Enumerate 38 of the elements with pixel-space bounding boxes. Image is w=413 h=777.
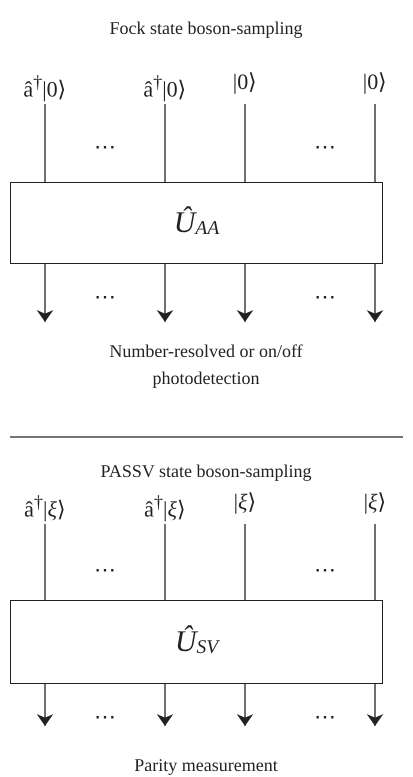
connector-line	[374, 104, 376, 182]
output-arrow	[36, 684, 54, 726]
ellipsis: ⋯	[93, 133, 117, 161]
panel-heading: Fock state boson-sampling	[108, 17, 304, 40]
unitary-box: Û$_{SV}$	[10, 600, 383, 684]
output-arrow	[366, 264, 384, 322]
output-arrow	[236, 684, 254, 726]
panel-heading: PASSV state boson-sampling	[99, 460, 313, 483]
input-state-label: â$^{†}$|ξ⟩	[5, 488, 85, 524]
ellipsis: ⋯	[313, 556, 337, 584]
input-state-label: |0⟩	[205, 68, 285, 96]
connector-line	[374, 524, 376, 600]
output-arrow	[366, 684, 384, 726]
ellipsis: ⋯	[93, 703, 117, 731]
input-state-label: â$^{†}$|0⟩	[125, 68, 205, 104]
input-state-label: â$^{†}$|ξ⟩	[125, 488, 205, 524]
caption-text: Number-resolved or on/off photodetection	[108, 340, 304, 390]
output-arrow	[36, 264, 54, 322]
connector-line	[244, 104, 246, 182]
ellipsis: ⋯	[93, 283, 117, 311]
connector-line	[164, 524, 166, 600]
ellipsis: ⋯	[93, 556, 117, 584]
output-arrow	[156, 684, 174, 726]
ellipsis: ⋯	[313, 703, 337, 731]
input-state-label: |0⟩	[335, 68, 413, 96]
ellipsis: ⋯	[313, 133, 337, 161]
connector-line	[44, 104, 46, 182]
ellipsis: ⋯	[313, 283, 337, 311]
connector-line	[244, 524, 246, 600]
unitary-box: Û$_{AA}$	[10, 182, 383, 264]
input-state-label: |ξ⟩	[335, 488, 413, 516]
connector-line	[164, 104, 166, 182]
caption-text: Parity measurement	[133, 754, 279, 777]
input-state-label: â$^{†}$|0⟩	[5, 68, 85, 104]
input-state-label: |ξ⟩	[205, 488, 285, 516]
output-arrow	[236, 264, 254, 322]
connector-line	[44, 524, 46, 600]
output-arrow	[156, 264, 174, 322]
